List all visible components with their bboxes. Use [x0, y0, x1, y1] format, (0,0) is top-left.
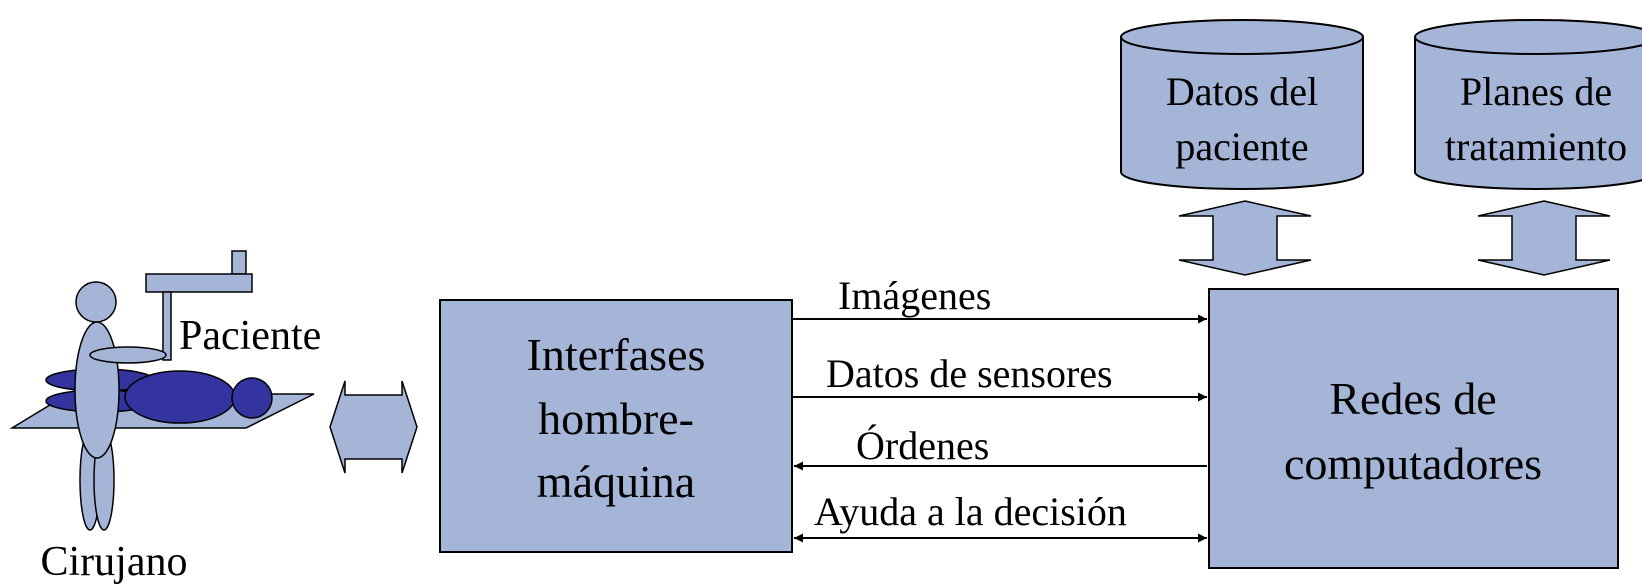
hmi-label-line3: máquina: [537, 456, 695, 507]
patient-database: Datos del paciente: [1120, 19, 1364, 190]
hmi-label-line2: hombre-: [538, 393, 694, 444]
patient-database-label-line2: paciente: [1175, 124, 1308, 169]
treatment-plans-label-line1: Planes de: [1460, 69, 1612, 114]
treatment-plans-label-line2: tratamiento: [1445, 124, 1627, 169]
surgery-scene: Paciente Cirujano: [9, 250, 321, 585]
patient-database-label-line1: Datos del: [1166, 69, 1318, 114]
bidirectional-block-arrow-icon: [329, 380, 418, 474]
surgeon-label: Cirujano: [41, 539, 188, 585]
database-cylinder-icon: [1414, 37, 1642, 190]
images-label: Imágenes: [838, 273, 991, 318]
network-label-line1: Redes de: [1329, 373, 1496, 424]
sensor-data-label: Datos de sensores: [826, 351, 1113, 396]
vertical-bidirectional-arrow-icon: [1178, 200, 1312, 276]
surgeon-figure-icon: [74, 281, 167, 531]
database-cylinder-icon: [1120, 37, 1364, 190]
hmi-label-line1: Interfases: [527, 329, 706, 380]
computer-network-box: Redes de computadores: [1208, 288, 1619, 569]
data-flows: Imágenes Datos de sensores Órdenes Ayuda…: [792, 273, 1207, 543]
orders-label: Órdenes: [856, 423, 989, 468]
treatment-plans-database: Planes de tratamiento: [1414, 19, 1642, 190]
vertical-bidirectional-arrow-icon: [1477, 200, 1611, 276]
surgical-lamp-icon: [145, 250, 253, 361]
hmi-box: Interfases hombre- máquina: [439, 299, 793, 553]
patient-label: Paciente: [179, 313, 321, 359]
network-label-line2: computadores: [1284, 438, 1542, 489]
decision-help-label: Ayuda a la decisión: [814, 489, 1127, 534]
